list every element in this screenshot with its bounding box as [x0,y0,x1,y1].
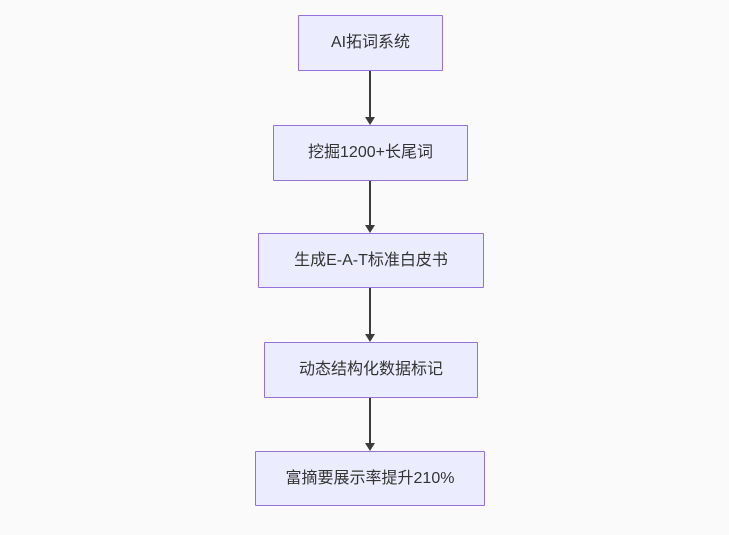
edge-line [369,71,371,119]
arrowhead-down-icon [365,117,375,125]
flow-edge-4 [364,398,376,451]
arrowhead-down-icon [365,334,375,342]
flow-node-label: 生成E-A-T标准白皮书 [294,251,448,269]
flow-node-longtail-keywords: 挖掘1200+长尾词 [273,125,468,181]
edge-line [369,398,371,445]
flow-node-rich-snippet-rate: 富摘要展示率提升210% [255,451,485,506]
flow-node-ai-expansion-system: AI拓词系统 [298,15,443,71]
arrowhead-down-icon [365,443,375,451]
flow-node-label: 动态结构化数据标记 [298,361,443,379]
flow-node-structured-data-markup: 动态结构化数据标记 [264,342,478,398]
arrowhead-down-icon [365,225,375,233]
flow-node-label: 挖掘1200+长尾词 [308,144,433,162]
flow-edge-3 [364,288,376,342]
flow-node-label: AI拓词系统 [330,34,411,52]
edge-line [369,288,371,336]
flow-node-label: 富摘要展示率提升210% [285,469,455,487]
flow-edge-1 [364,71,376,125]
flow-node-eat-whitepaper: 生成E-A-T标准白皮书 [258,233,484,288]
edge-line [369,181,371,227]
flow-edge-2 [364,181,376,233]
